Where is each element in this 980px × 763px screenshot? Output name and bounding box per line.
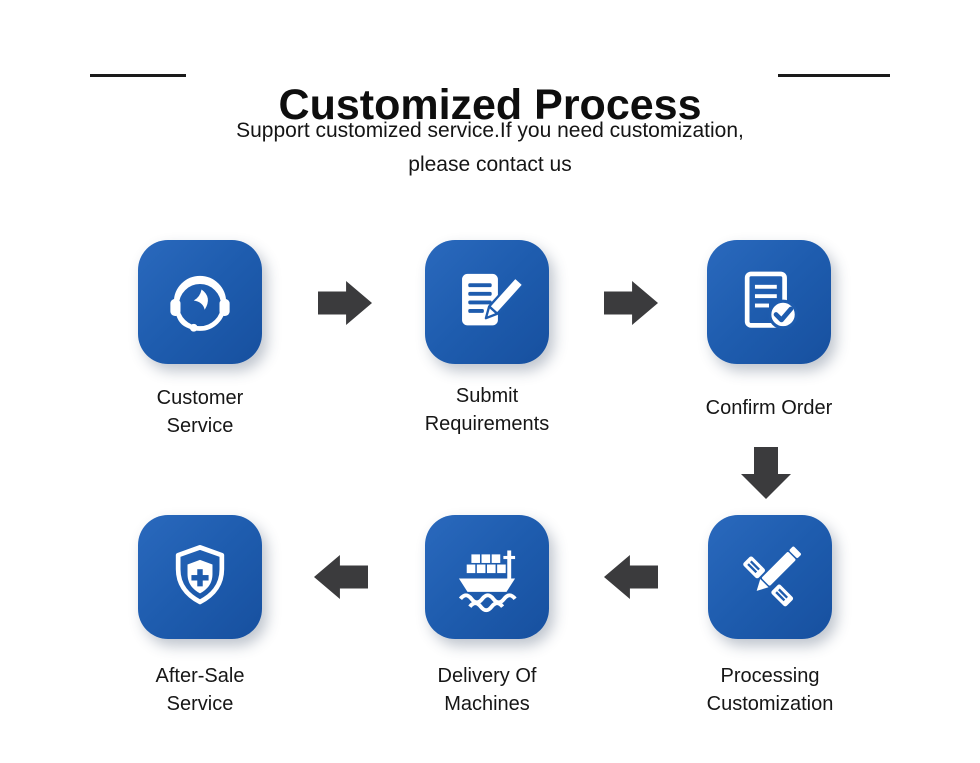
step-tile-submit-requirements	[425, 240, 549, 364]
step-label-after-sale-service: After-Sale Service	[155, 665, 245, 715]
step-tile-confirm-order	[707, 240, 831, 364]
step-tile-customer-service	[138, 240, 262, 364]
title-rule-left	[90, 74, 186, 77]
arrow-right-icon	[604, 281, 658, 325]
step-label-processing-customization: Processing Customization	[706, 665, 834, 715]
engraving-pencil-icon	[743, 546, 801, 607]
title-rule-right	[778, 74, 890, 77]
step-label-submit-requirements: Submit Requirements	[424, 385, 550, 435]
document-check-icon	[744, 271, 798, 330]
step-tile-processing-customization	[708, 515, 832, 639]
subtitle-line-2: please contact us	[408, 153, 572, 176]
step-label-delivery-of-machines: Delivery Of Machines	[437, 665, 537, 715]
cargo-ship-icon	[458, 550, 517, 613]
step-label-customer-service: Customer Service	[156, 387, 244, 437]
step-tile-after-sale-service	[138, 515, 262, 639]
arrow-left-icon	[314, 555, 368, 599]
shield-plus-icon	[175, 545, 225, 605]
arrow-right-icon	[318, 281, 372, 325]
customer-service-headset-icon	[170, 275, 230, 332]
arrow-left-icon	[604, 555, 658, 599]
step-tile-delivery-of-machines	[425, 515, 549, 639]
arrow-down-icon	[741, 447, 791, 499]
subtitle-line-1: Support customized service.If you need c…	[236, 119, 744, 142]
page-title: Customized Process	[278, 80, 702, 129]
document-pencil-icon	[462, 273, 524, 326]
step-label-confirm-order: Confirm Order	[705, 397, 833, 419]
